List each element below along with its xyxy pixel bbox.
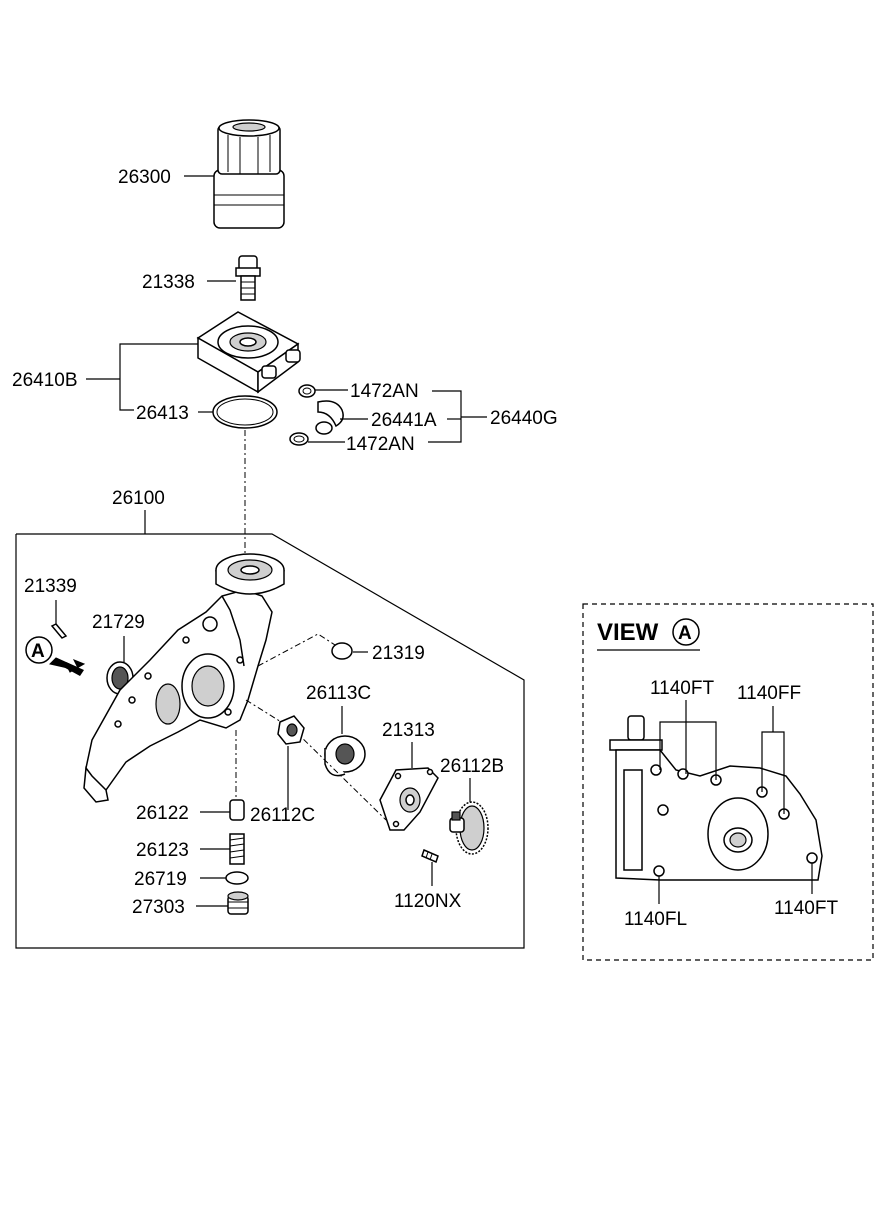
label-21339: 21339	[24, 576, 77, 597]
oil-pump-body	[83, 553, 285, 803]
pump-cover-21313	[379, 767, 439, 831]
label-26440G: 26440G	[490, 408, 558, 429]
view-a-pump-drawing	[609, 715, 823, 881]
label-1140FL: 1140FL	[624, 909, 687, 930]
hose-assembly	[289, 384, 344, 446]
relief-plunger-26122	[229, 799, 245, 821]
label-21313: 21313	[382, 720, 435, 741]
label-21729: 21729	[92, 612, 145, 633]
gasket-26719	[225, 871, 249, 885]
label-26122: 26122	[136, 803, 189, 824]
label-1120NX: 1120NX	[394, 891, 462, 912]
assembly-frame	[15, 533, 525, 949]
o-ring-21319	[331, 642, 353, 660]
plug-27303	[227, 891, 249, 915]
view-title-marker	[672, 618, 700, 646]
bolt-1120NX	[421, 848, 439, 864]
label-1140FF: 1140FF	[737, 683, 801, 704]
o-ring-26413	[212, 395, 278, 429]
outer-rotor-26113C	[324, 735, 366, 777]
relief-spring-26123	[229, 833, 245, 865]
label-26300: 26300	[118, 167, 171, 188]
label-26123: 26123	[136, 840, 189, 861]
label-26413: 26413	[136, 403, 189, 424]
oil-filter-part	[213, 119, 285, 229]
view-a-marker: A	[25, 636, 86, 676]
view-title: VIEW	[597, 619, 659, 646]
label-21319: 21319	[372, 643, 425, 664]
label-1140FT-bottom: 1140FT	[774, 898, 838, 919]
drive-gear-26112B	[449, 801, 489, 855]
label-26100: 26100	[112, 488, 165, 509]
nipple-part	[235, 255, 261, 301]
label-21338: 21338	[142, 272, 195, 293]
label-26113C: 26113C	[306, 683, 371, 704]
label-26441A: 26441A	[371, 410, 437, 431]
inner-rotor-26112C	[277, 715, 305, 745]
label-27303: 27303	[132, 897, 185, 918]
label-1140FT-top: 1140FT	[650, 678, 714, 699]
label-26112C: 26112C	[250, 805, 315, 826]
label-26410B: 26410B	[12, 370, 78, 391]
label-26112B: 26112B	[440, 756, 504, 777]
label-1472AN-top: 1472AN	[350, 381, 419, 402]
label-26719: 26719	[134, 869, 187, 890]
svg-text:A: A	[678, 623, 692, 644]
view-a-panel	[582, 603, 874, 961]
label-1472AN-bottom: 1472AN	[346, 434, 415, 455]
svg-text:A: A	[31, 641, 45, 662]
oil-cooler-part	[196, 311, 301, 394]
